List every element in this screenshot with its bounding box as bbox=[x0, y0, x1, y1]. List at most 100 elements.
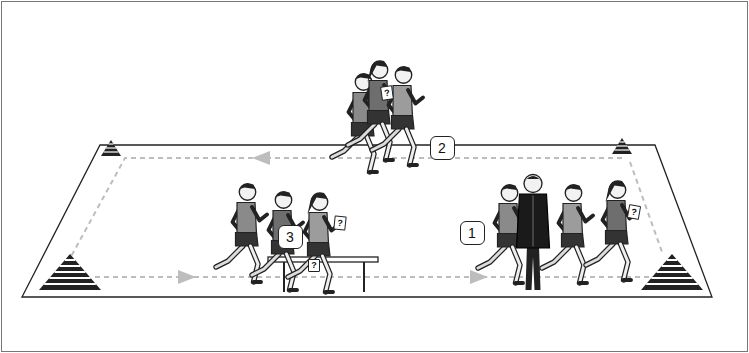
shorts bbox=[368, 111, 391, 125]
head bbox=[501, 185, 518, 202]
question-card: ? bbox=[627, 204, 641, 220]
cone-stripe bbox=[60, 265, 81, 267]
cone-stripe bbox=[65, 259, 75, 261]
cone-body bbox=[39, 254, 101, 290]
coach bbox=[517, 175, 550, 291]
jacket-zip bbox=[533, 196, 534, 247]
head bbox=[275, 192, 292, 209]
coach-head bbox=[524, 175, 542, 193]
question-card: ? bbox=[380, 85, 394, 101]
question-mark: ? bbox=[384, 88, 391, 98]
head bbox=[565, 185, 582, 202]
bench-leg bbox=[363, 262, 365, 292]
shoe bbox=[580, 281, 588, 285]
front-leg-skin bbox=[367, 136, 375, 172]
cone-stripe bbox=[620, 141, 625, 142]
cone bbox=[39, 254, 101, 290]
shoe bbox=[516, 281, 524, 285]
route-arrows bbox=[178, 151, 488, 284]
cone-stripe bbox=[106, 147, 116, 148]
back-leg-skin bbox=[348, 124, 375, 145]
front-leg-skin bbox=[513, 247, 521, 283]
shoe bbox=[290, 288, 298, 292]
arrow-left bbox=[252, 151, 270, 165]
hair bbox=[240, 184, 255, 189]
cone-stripe bbox=[667, 259, 677, 261]
callout-number: 2 bbox=[438, 141, 446, 155]
head bbox=[239, 184, 256, 201]
back-leg-skin bbox=[586, 244, 613, 265]
coach-trousers bbox=[526, 245, 541, 290]
question-mark: ? bbox=[311, 261, 317, 270]
cone-stripe bbox=[55, 271, 86, 273]
route-right bbox=[630, 162, 662, 252]
callout-number: 3 bbox=[286, 230, 294, 244]
cone-stripe bbox=[617, 145, 627, 146]
question-mark: ? bbox=[631, 207, 638, 217]
back-leg bbox=[348, 124, 375, 145]
question-card: ? bbox=[308, 259, 320, 272]
hair bbox=[308, 192, 328, 214]
hair bbox=[276, 192, 291, 197]
question-mark: ? bbox=[337, 218, 343, 228]
shoe bbox=[386, 158, 394, 162]
shorts bbox=[606, 231, 629, 245]
route-top bbox=[68, 158, 622, 262]
shorts bbox=[308, 243, 331, 257]
back-leg-skin bbox=[372, 129, 399, 150]
shoe bbox=[410, 163, 418, 167]
arrow-right bbox=[178, 270, 196, 284]
cone bbox=[101, 140, 121, 156]
field-outline bbox=[22, 145, 712, 297]
front-leg bbox=[513, 247, 521, 283]
front-leg bbox=[367, 136, 375, 172]
callout-box: 3 bbox=[278, 225, 303, 249]
front-leg-skin bbox=[323, 256, 331, 292]
head bbox=[395, 67, 412, 84]
front-leg bbox=[621, 244, 629, 280]
back-leg bbox=[252, 254, 279, 275]
shoe bbox=[624, 278, 632, 282]
hair bbox=[396, 67, 411, 72]
front-leg-skin bbox=[407, 129, 415, 165]
cone-stripe bbox=[662, 265, 683, 267]
shorts bbox=[236, 233, 259, 247]
coach-jacket bbox=[517, 194, 550, 248]
back-leg bbox=[216, 246, 243, 267]
front-arm bbox=[252, 207, 267, 221]
back-leg-skin bbox=[542, 247, 569, 268]
hair bbox=[368, 60, 388, 82]
shoe bbox=[326, 290, 334, 294]
runner bbox=[542, 185, 593, 283]
cone-stripe bbox=[651, 277, 692, 279]
cone-stripe bbox=[49, 277, 90, 279]
cone-body bbox=[641, 254, 703, 290]
cone-stripe bbox=[104, 151, 119, 152]
question-card: ? bbox=[333, 215, 346, 230]
bench-leg bbox=[283, 262, 285, 292]
cone-stripe bbox=[615, 149, 630, 150]
cone-stripe bbox=[109, 143, 114, 144]
people bbox=[216, 60, 637, 292]
front-leg-skin bbox=[577, 247, 585, 283]
hair bbox=[566, 185, 581, 190]
back-leg-skin bbox=[252, 254, 279, 275]
back-leg bbox=[586, 244, 613, 265]
front-arm bbox=[578, 208, 593, 222]
runner bbox=[348, 60, 399, 160]
callout-box: 1 bbox=[460, 221, 485, 245]
back-leg bbox=[542, 247, 569, 268]
bench bbox=[268, 257, 378, 292]
cone-body bbox=[101, 140, 121, 156]
back-leg-skin bbox=[216, 246, 243, 267]
cone-stripe bbox=[646, 283, 698, 285]
front-leg-skin bbox=[621, 244, 629, 280]
front-arm bbox=[408, 90, 423, 104]
runner bbox=[586, 180, 637, 280]
runner bbox=[372, 67, 423, 165]
front-leg bbox=[323, 256, 331, 292]
